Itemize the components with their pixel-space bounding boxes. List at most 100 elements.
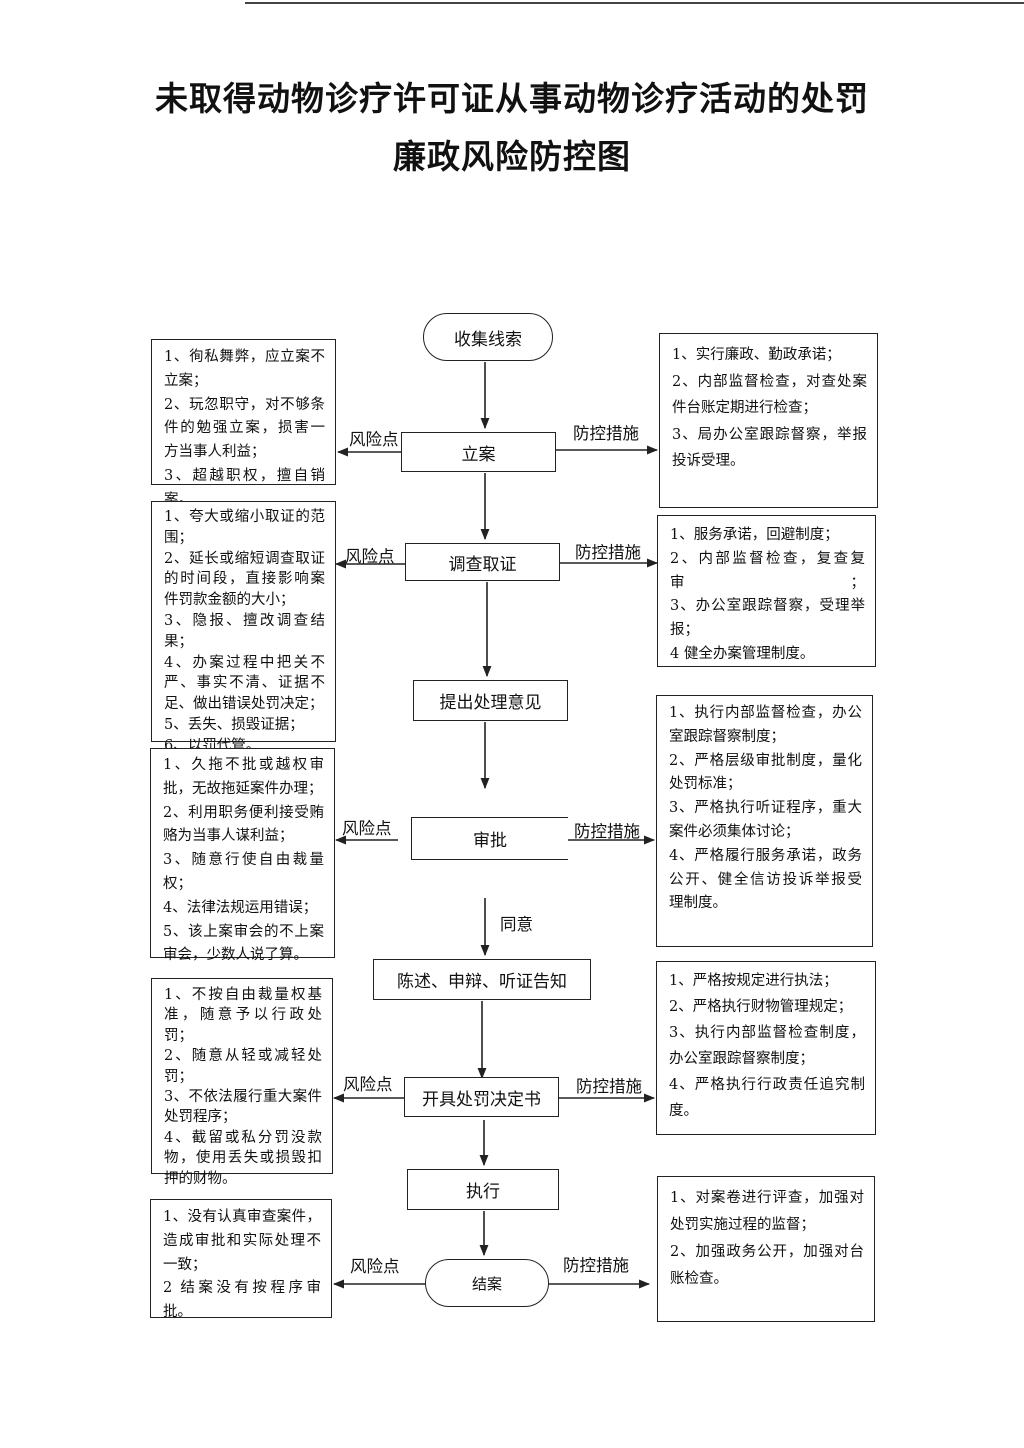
control-line: 度。 [669,1103,698,1119]
control-line: 3、严格执行听证程序，重大 [669,800,862,817]
node-execute: 执行 [407,1169,559,1210]
risk-line: 物，使用丢失或损毁扣 [164,1150,322,1167]
control-box-approve: 1、执行内部监督检查，办公 室跟踪督察制度； 2、严格层级审批制度，量化 处罚标… [656,695,873,947]
control-line: 公开、健全信访投诉举报受 [669,871,862,888]
risk-line: 的时间段，直接影响案 [164,571,325,588]
control-box-file-case: 1、实行廉政、勤政承诺； 2、内部监督检查，对查处案 件台账定期进行检查； 3、… [659,333,878,508]
control-line: 1、执行内部监督检查，办公 [669,705,862,721]
control-line: 处罚标准； [669,776,742,793]
control-line: 办公室跟踪督察制度； [669,1051,814,1067]
control-line: 4、严格履行服务承诺，政务 [669,847,862,864]
top-border-line [245,2,1024,4]
risk-line: 4、办案过程中把关不 [164,654,325,671]
control-line: 报； [670,622,699,639]
control-box-close-case: 1、对案卷进行评查，加强对 处罚实施过程的监督； 2、加强政务公开，加强对台 账… [657,1176,875,1322]
node-collect-clues: 收集线索 [423,313,553,361]
control-line: 理制度。 [669,895,727,912]
risk-line: 2、延长或缩短调查取证 [164,550,325,567]
control-line: 1、服务承诺，回避制度； [670,527,839,543]
risk-line: 足、做出错误处罚决定； [164,696,324,713]
control-line: 2、严格层级审批制度，量化 [669,752,862,769]
risk-line: 准，随意予以行政处罚； [164,1007,322,1044]
risk-line: 处罚程序； [164,1109,237,1126]
risk-line: 审会，少数人说了算。 [163,947,308,964]
label-control-3: 防控措施 [574,822,640,841]
risk-line: 2、随意从轻或减轻处 [164,1048,322,1065]
risk-line: 赂为当事人谋利益； [163,828,294,845]
risk-line: 3、隐报、擅改调查结果； [164,612,325,650]
node-propose-handling: 提出处理意见 [413,680,568,721]
risk-line: 5、该上案审会的不上案 [163,923,324,940]
label-risk-1: 风险点 [349,430,399,449]
risk-line: 件罚款金额的大小； [164,592,295,609]
risk-line: 4、截留或私分罚没款 [164,1129,322,1146]
control-line: 3、办公室跟踪督察，受理举 [670,598,865,615]
control-line: 账检查。 [670,1271,728,1287]
control-line: 室跟踪督察制度； [669,728,785,745]
risk-box-investigate: 1、夸大或缩小取证的范 围； 2、延长或缩短调查取证 的时间段，直接影响案 件罚… [151,501,336,754]
control-line: 处罚实施过程的监督； [670,1217,815,1233]
control-box-penalty-decision: 1、严格按规定进行执法； 2、严格执行财物管理规定； 3、执行内部监督检查制度，… [656,961,876,1135]
risk-line: 严、事实不清、证据不 [164,675,325,692]
control-line: 2、加强政务公开，加强对台 [670,1244,864,1260]
risk-line: 2、玩忽职守，对不够条 [164,396,325,413]
risk-line: 1、不按自由裁量权基 [164,987,322,1003]
node-file-case: 立案 [401,432,556,472]
risk-line: 批。 [163,1304,192,1321]
control-line: 1、实行廉政、勤政承诺； [672,347,841,363]
risk-line: 1、夸大或缩小取证的范 [164,509,325,525]
risk-box-file-case: 1、徇私舞弊，应立案不 立案； 2、玩忽职守，对不够条 件的勉强立案，损害一 方… [151,339,336,508]
label-risk-4: 风险点 [343,1075,393,1094]
control-line: 3、执行内部监督检查制度， [669,1025,865,1041]
label-risk-5: 风险点 [350,1257,400,1276]
risk-line: 一致； [163,1256,207,1273]
risk-box-approve: 1、久拖不批或越权审 批，无故拖延案件办理； 2、利用职务便利接受贿 赂为当事人… [150,748,335,963]
risk-line: 3、随意行使自由裁量 [163,852,324,869]
label-control-5: 防控措施 [563,1256,629,1275]
label-control-4: 防控措施 [576,1077,642,1096]
risk-line: 方当事人利益； [164,444,266,461]
label-control-1: 防控措施 [573,424,639,443]
node-approve: 审批 [411,817,568,860]
control-line: 2、严格执行财物管理规定； [669,999,853,1015]
control-line: 件台账定期进行检查； [672,400,817,416]
risk-line: 造成审批和实际处理不 [163,1232,321,1249]
label-risk-2: 风险点 [345,547,395,566]
risk-line: 围； [164,529,193,546]
diagram-title-line2: 廉政风险防控图 [393,137,631,176]
risk-box-penalty-decision: 1、不按自由裁量权基 准，随意予以行政处罚； 2、随意从轻或减轻处 罚； 3、不… [151,978,333,1187]
control-line: 3、局办公室跟踪督察，举报 [672,426,867,443]
risk-line: 立案； [164,372,208,389]
control-line: 2、内部监督检查，对查处案 [672,373,867,390]
risk-line: 5、丢失、损毁证据； [164,716,304,733]
label-control-2: 防控措施 [575,543,641,562]
risk-line: 1、没有认真审查案件， [163,1209,321,1225]
control-line: 1、严格按规定进行执法； [669,973,838,989]
risk-box-close-case: 1、没有认真审查案件， 造成审批和实际处理不 一致； 2 结案没有按程序审 批。 [150,1199,332,1320]
control-line: 案件必须集体讨论； [669,823,800,840]
risk-line: 件的勉强立案，损害一 [164,420,325,437]
control-line: 1、对案卷进行评查，加强对 [670,1190,864,1206]
risk-line: 1、徇私舞弊，应立案不 [164,349,325,365]
diagram-title-line1: 未取得动物诊疗许可证从事动物诊疗活动的处罚 [155,79,869,118]
node-penalty-decision: 开具处罚决定书 [404,1077,559,1117]
label-risk-3: 风险点 [342,819,392,838]
risk-line: 押的财物。 [164,1170,237,1187]
control-line: 投诉受理。 [672,453,745,469]
node-hearing-notice: 陈述、申辩、听证告知 [373,959,591,1000]
risk-line: 批，无故拖延案件办理； [163,780,323,797]
node-investigate: 调查取证 [405,543,560,581]
node-close-case: 结案 [425,1259,549,1307]
risk-line: 3、不依法履行重大案件 [164,1089,322,1106]
risk-line: 罚； [164,1068,193,1085]
risk-line: 4、法律法规运用错误； [163,899,318,916]
control-line: 4 健全办案管理制度。 [670,645,815,662]
risk-line: 权； [163,875,192,892]
control-line: 2、内部监督检查，复查复审； [670,550,865,591]
control-line: 4、严格执行行政责任追究制 [669,1077,865,1093]
risk-line: 2 结案没有按程序审 [163,1280,321,1297]
label-agree: 同意 [500,915,533,934]
risk-line: 1、久拖不批或越权审 [163,757,324,773]
control-box-investigate: 1、服务承诺，回避制度； 2、内部监督检查，复查复审； 3、办公室跟踪督察，受理… [657,515,876,667]
